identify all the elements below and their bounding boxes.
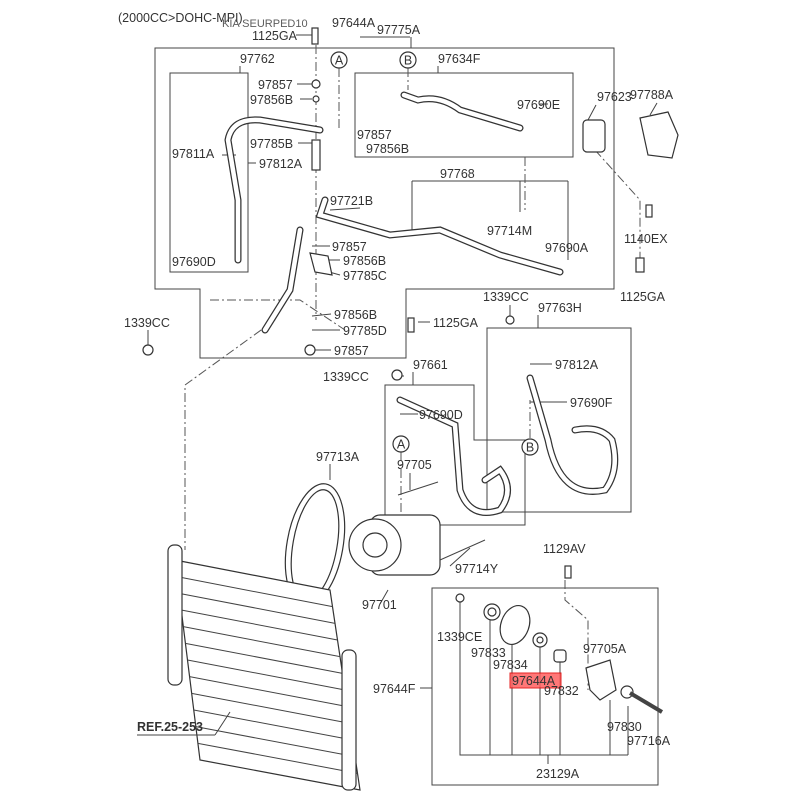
condenser-fin xyxy=(191,692,351,724)
part-label-97714y[interactable]: 97714Y xyxy=(455,562,499,576)
hoses xyxy=(224,91,619,516)
part-label-1339cc[interactable]: 1339CC xyxy=(124,316,170,330)
part-label-1125ga[interactable]: 1125GA xyxy=(433,316,479,330)
part-label-highlighted[interactable]: 97644A xyxy=(512,674,556,688)
circle-marker-label: A xyxy=(397,438,406,452)
assembly-box-97775A xyxy=(154,47,615,359)
part-label-1125ga[interactable]: 1125GA xyxy=(252,29,298,43)
part-label-97644a[interactable]: 97644A xyxy=(332,16,376,30)
part-label-23129a[interactable]: 23129A xyxy=(536,767,580,781)
condenser-fin xyxy=(193,709,353,741)
circle-marker-label: B xyxy=(526,441,534,455)
part-label-97716a[interactable]: 97716A xyxy=(627,734,671,748)
part-label-97830[interactable]: 97830 xyxy=(607,720,642,734)
condenser-fin xyxy=(195,726,356,758)
part-label-97713a[interactable]: 97713A xyxy=(316,450,360,464)
part-label-97701[interactable]: 97701 xyxy=(362,598,397,612)
ref-25-253[interactable]: REF.25-253 xyxy=(137,720,203,734)
assembly-box-97763H xyxy=(486,327,632,513)
part-label-97856b[interactable]: 97856B xyxy=(334,308,377,322)
part-label-1339cc[interactable]: 1339CC xyxy=(483,290,529,304)
assembly-box-97634F xyxy=(354,72,574,158)
circle-marker-a xyxy=(330,51,348,69)
small-parts xyxy=(142,27,679,603)
part-label-97714m[interactable]: 97714M xyxy=(487,224,532,238)
circle-marker-label: B xyxy=(404,54,412,68)
part-label-97785c[interactable]: 97785C xyxy=(343,269,387,283)
condenser xyxy=(167,544,361,791)
circle-marker-b xyxy=(399,51,417,69)
part-label-1125ga[interactable]: 1125GA xyxy=(620,290,666,304)
part-label-97721b[interactable]: 97721B xyxy=(330,194,373,208)
part-label-1339cc[interactable]: 1339CC xyxy=(323,370,369,384)
condenser-fin xyxy=(197,742,358,774)
part-label-97644f[interactable]: 97644F xyxy=(373,682,416,696)
part-label-97785b[interactable]: 97785B xyxy=(250,137,293,151)
circle-marker-label: A xyxy=(335,54,344,68)
part-label-1140ex[interactable]: 1140EX xyxy=(624,232,668,246)
tensioner-parts xyxy=(483,603,664,714)
circle-marker-a xyxy=(392,435,410,453)
part-label-97833[interactable]: 97833 xyxy=(471,646,506,660)
part-label-97705[interactable]: 97705 xyxy=(397,458,432,472)
watermark: KIA SEURPED10 xyxy=(222,18,308,30)
assembly-box-97762 xyxy=(169,72,249,273)
part-label-97690d[interactable]: 97690D xyxy=(419,408,463,422)
part-label-97857[interactable]: 97857 xyxy=(258,78,293,92)
part-label-97832[interactable]: 97832 xyxy=(544,684,579,698)
part-label-97690d[interactable]: 97690D xyxy=(172,255,216,269)
part-label-97763h[interactable]: 97763H xyxy=(538,301,582,315)
part-label-97811a[interactable]: 97811A xyxy=(172,147,215,161)
part-label-97857[interactable]: 97857 xyxy=(357,128,392,142)
condenser-fin xyxy=(179,592,336,624)
reference-label[interactable]: REF.25-253 xyxy=(137,711,231,736)
condenser-fin xyxy=(189,676,348,708)
part-label-97634f[interactable]: 97634F xyxy=(438,52,481,66)
part-label-97775a[interactable]: 97775A xyxy=(377,23,421,37)
condenser-fin xyxy=(185,642,343,674)
part-label-97661[interactable]: 97661 xyxy=(413,358,448,372)
part-label-97856b[interactable]: 97856B xyxy=(343,254,386,268)
part-label-1339ce[interactable]: 1339CE xyxy=(437,630,482,644)
part-label-97705a[interactable]: 97705A xyxy=(583,642,627,656)
compressor xyxy=(284,481,486,607)
part-label-1129av[interactable]: 1129AV xyxy=(543,542,586,556)
part-label-97856b[interactable]: 97856B xyxy=(366,142,409,156)
condenser-fin xyxy=(176,576,333,608)
part-label-97857[interactable]: 97857 xyxy=(332,240,367,254)
part-label-97785d[interactable]: 97785D xyxy=(343,324,387,338)
part-label-97690a[interactable]: 97690A xyxy=(545,241,589,255)
assembly-box-23129A xyxy=(431,587,659,786)
condenser-fin xyxy=(187,659,346,691)
condenser-fin xyxy=(181,609,338,641)
highlight-box xyxy=(509,672,562,689)
part-label-97690e[interactable]: 97690E xyxy=(517,98,560,112)
part-label-97768[interactable]: 97768 xyxy=(440,167,475,181)
part-label-97788a[interactable]: 97788A xyxy=(630,88,674,102)
part-label-97690f[interactable]: 97690F xyxy=(570,396,613,410)
part-label-97812a[interactable]: 97812A xyxy=(259,157,303,171)
part-label-97834[interactable]: 97834 xyxy=(493,658,528,672)
part-label-97857[interactable]: 97857 xyxy=(334,344,369,358)
engine-title: (2000CC>DOHC-MPI) xyxy=(118,11,243,25)
part-label-97812a[interactable]: 97812A xyxy=(555,358,599,372)
part-label-97762[interactable]: 97762 xyxy=(240,52,275,66)
part-label-97856b[interactable]: 97856B xyxy=(250,93,293,107)
condenser-fin xyxy=(183,626,341,658)
circle-marker-b xyxy=(521,438,539,456)
part-label-97623[interactable]: 97623 xyxy=(597,90,632,104)
